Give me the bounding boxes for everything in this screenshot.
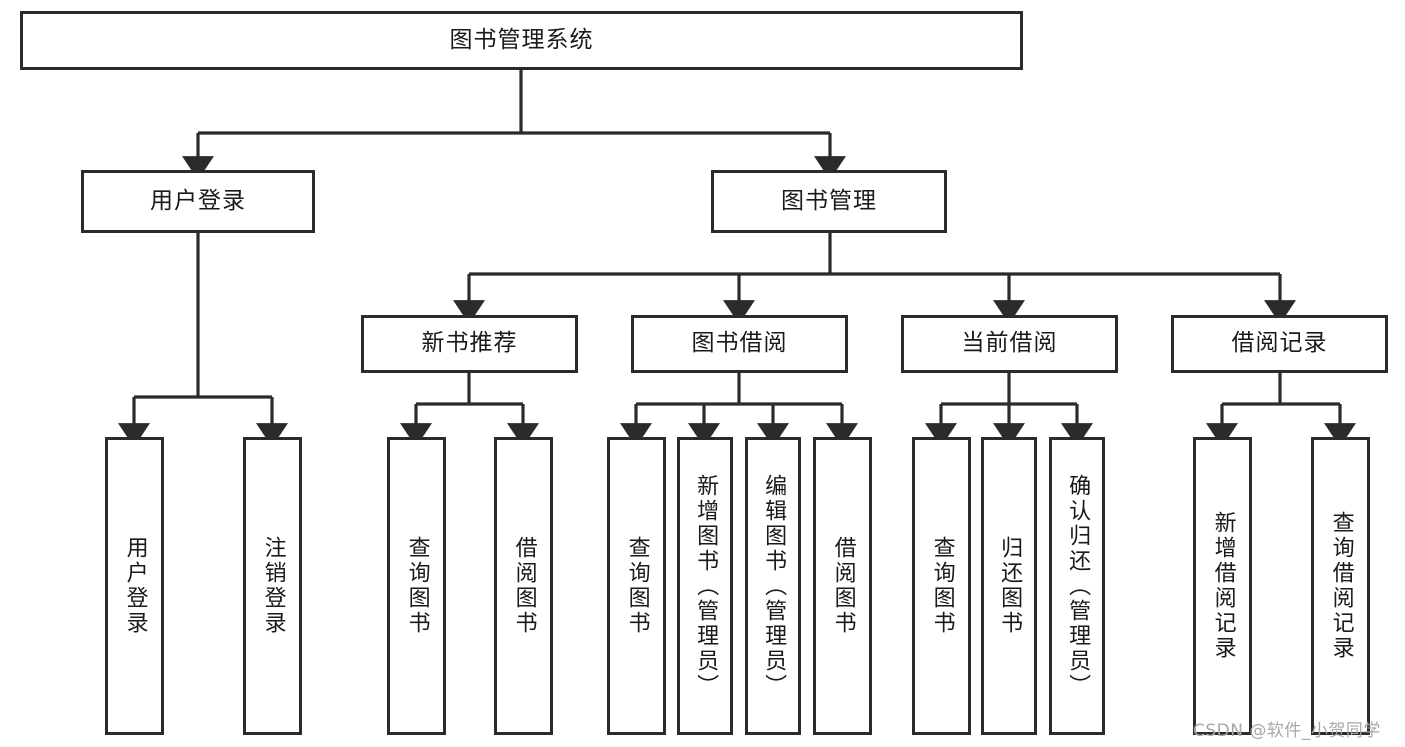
leaf-add-book[interactable]: 新增图书（管理员） (677, 437, 733, 735)
node-book-management[interactable]: 图书管理 (711, 170, 947, 233)
node-book-borrow-label: 图书借阅 (691, 330, 788, 357)
leaf-user-login-label: 用户登录 (122, 536, 148, 636)
leaf-logout-login[interactable]: 注销登录 (243, 437, 302, 735)
node-borrow-record[interactable]: 借阅记录 (1171, 315, 1388, 373)
leaf-borrow-book-2-label: 借阅图书 (830, 536, 856, 636)
leaf-add-record-label: 新增借阅记录 (1210, 511, 1236, 661)
leaf-borrow-book-1-label: 借阅图书 (511, 536, 537, 636)
leaf-return-book-label: 归还图书 (997, 536, 1023, 636)
leaf-borrow-book-1[interactable]: 借阅图书 (494, 437, 553, 735)
leaf-user-login[interactable]: 用户登录 (105, 437, 164, 735)
leaf-edit-book[interactable]: 编辑图书（管理员） (745, 437, 801, 735)
leaf-query-record[interactable]: 查询借阅记录 (1311, 437, 1370, 735)
leaf-borrow-book-2[interactable]: 借阅图书 (813, 437, 872, 735)
leaf-confirm-return[interactable]: 确认归还（管理员） (1049, 437, 1105, 735)
node-borrow-record-label: 借阅记录 (1231, 330, 1328, 357)
leaf-query-book-3[interactable]: 查询图书 (912, 437, 971, 735)
leaf-logout-login-label: 注销登录 (260, 536, 286, 636)
leaf-query-record-label: 查询借阅记录 (1328, 511, 1354, 661)
node-new-book-recommend[interactable]: 新书推荐 (361, 315, 578, 373)
node-user-login[interactable]: 用户登录 (81, 170, 315, 233)
leaf-add-book-label: 新增图书（管理员） (693, 473, 719, 699)
leaf-confirm-return-label: 确认归还（管理员） (1065, 473, 1091, 699)
leaf-return-book[interactable]: 归还图书 (981, 437, 1037, 735)
leaf-query-book-2[interactable]: 查询图书 (607, 437, 666, 735)
node-root-label: 图书管理系统 (449, 26, 594, 53)
node-book-management-label: 图书管理 (781, 187, 877, 214)
leaf-edit-book-label: 编辑图书（管理员） (761, 473, 787, 699)
leaf-add-record[interactable]: 新增借阅记录 (1193, 437, 1252, 735)
node-user-login-label: 用户登录 (150, 187, 246, 214)
node-current-borrow[interactable]: 当前借阅 (901, 315, 1118, 373)
node-new-book-recommend-label: 新书推荐 (421, 330, 518, 357)
node-current-borrow-label: 当前借阅 (961, 330, 1058, 357)
leaf-query-book-1[interactable]: 查询图书 (387, 437, 446, 735)
leaf-query-book-1-label: 查询图书 (404, 536, 430, 636)
node-book-borrow[interactable]: 图书借阅 (631, 315, 848, 373)
leaf-query-book-2-label: 查询图书 (624, 536, 650, 636)
node-root[interactable]: 图书管理系统 (20, 11, 1023, 70)
csdn-watermark: CSDN @软件_小贺同学 (1193, 721, 1381, 741)
leaf-query-book-3-label: 查询图书 (929, 536, 955, 636)
